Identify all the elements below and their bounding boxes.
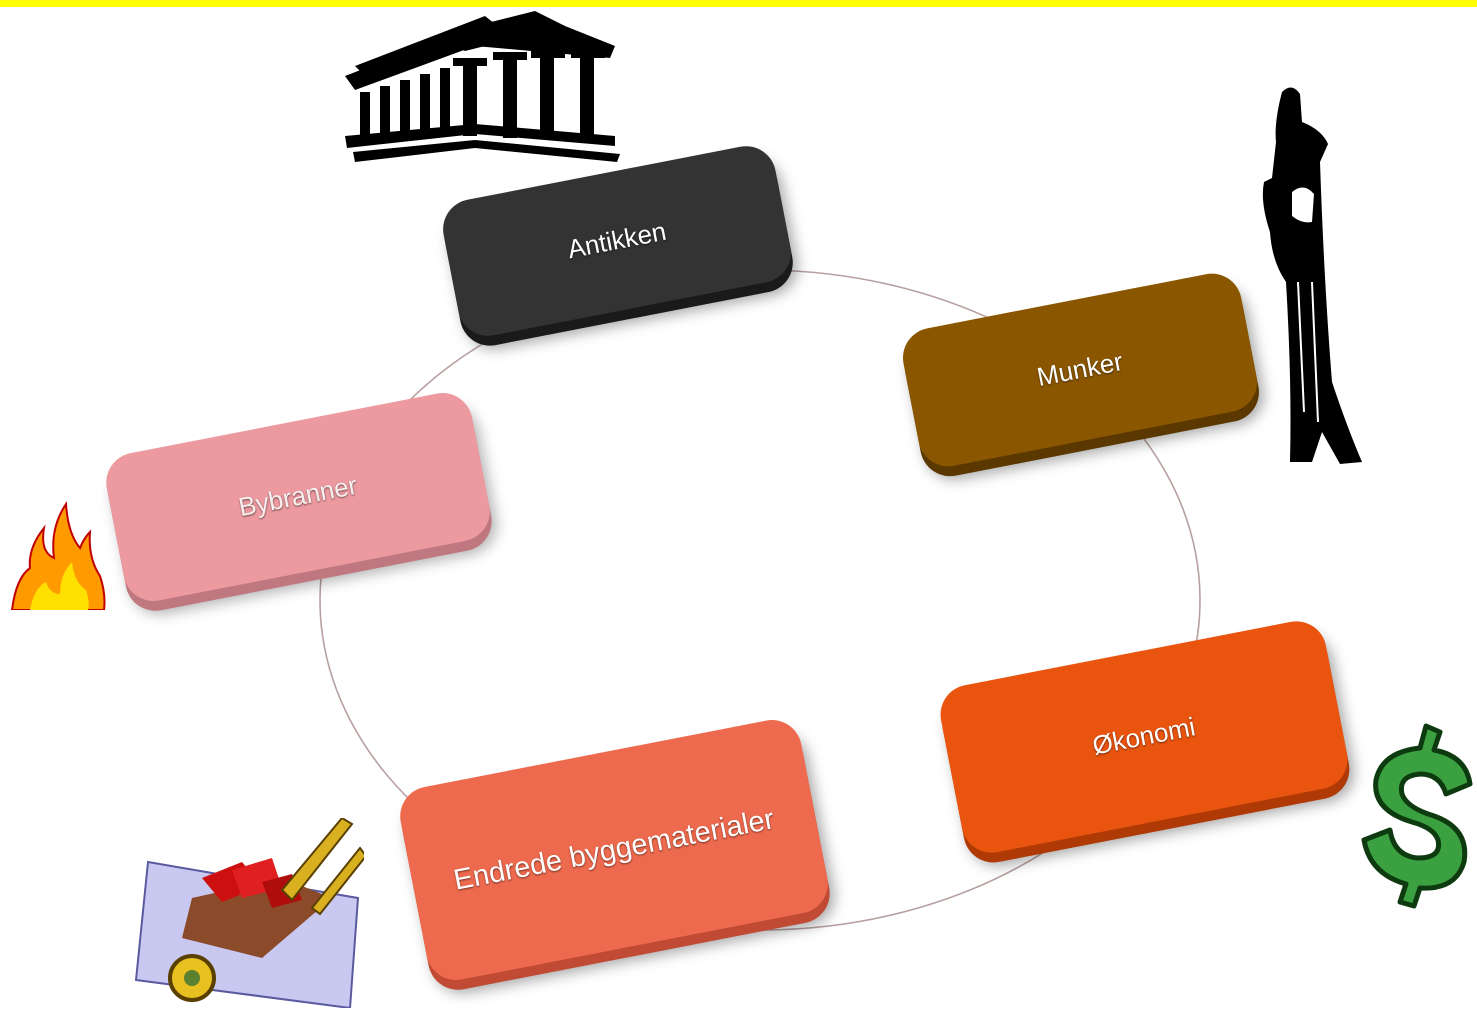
wheelbarrow-icon [132,818,364,1008]
node-endrede-label: Endrede byggematerialer [451,802,777,897]
node-okonomi-label: Økonomi [1089,711,1198,762]
node-bybranner-label: Bybranner [236,470,360,523]
node-munker-label: Munker [1034,346,1126,393]
top-accent-bar [0,0,1477,7]
temple-icon [335,6,625,164]
fire-icon [10,498,106,610]
dollar-icon [1358,722,1476,910]
node-antikken-label: Antikken [565,216,669,265]
monk-icon [1252,82,1367,467]
